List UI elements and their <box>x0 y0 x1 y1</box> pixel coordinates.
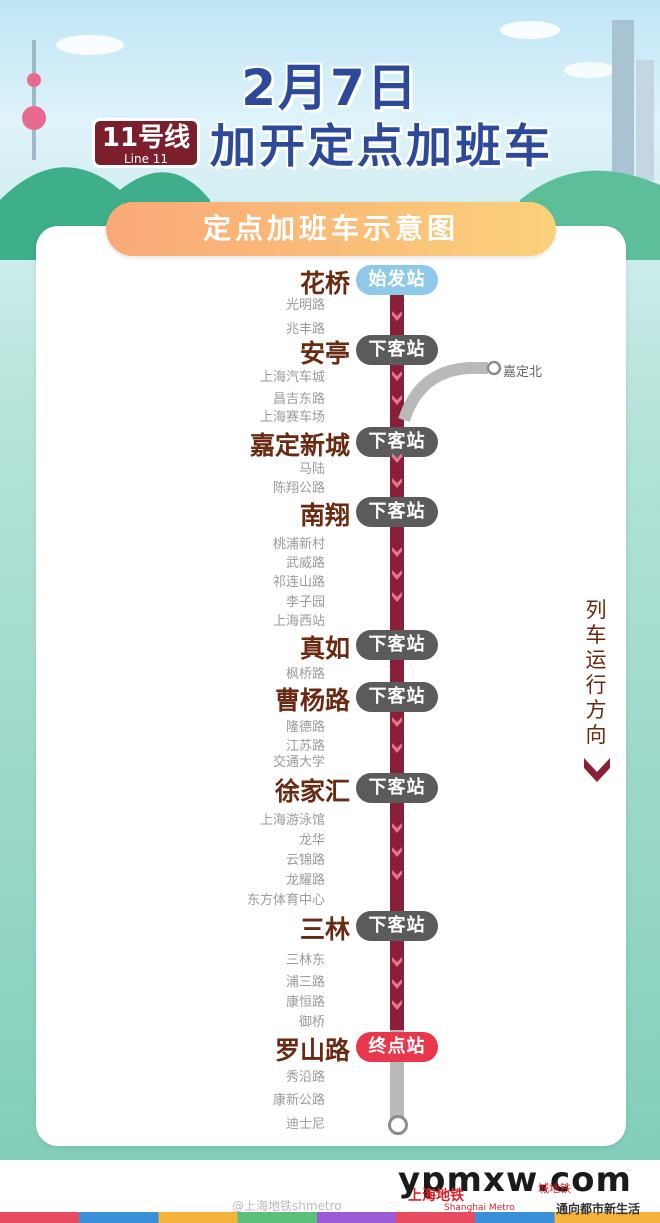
line-badge: 11号线 Line 11 <box>92 118 200 168</box>
slogan-line-1: 城地铁 <box>538 1182 571 1195</box>
slogan-line-2: 通向都市新生活 <box>556 1202 641 1216</box>
station-minor: 云锦路 <box>285 853 325 868</box>
station-major: 真如 <box>299 634 350 663</box>
page-title: 加开定点加班车 <box>210 119 553 173</box>
weibo-handle: @上海地铁shmetro <box>232 1199 342 1213</box>
chevron-down-icon <box>392 743 402 753</box>
station-minor: 上海游泳馆 <box>259 813 325 828</box>
footer-color-strip <box>0 1212 660 1223</box>
chevron-down-icon <box>392 979 402 989</box>
station-minor: 上海西站 <box>272 614 325 629</box>
station-minor: 康新公路 <box>272 1093 325 1108</box>
station-minor: 上海赛车场 <box>259 410 325 425</box>
chevron-down-icon <box>392 547 402 557</box>
chevron-down-icon <box>392 395 402 405</box>
down-arrow-icon <box>584 758 610 782</box>
route-card <box>36 226 626 1146</box>
station-tag-alight: 下客站 <box>356 630 438 660</box>
station-tag-end: 终点站 <box>356 1032 438 1062</box>
title-date: 2月7日 <box>241 59 419 117</box>
station-minor: 马陆 <box>298 462 325 477</box>
metro-logo-text: 上海地铁 <box>408 1188 464 1204</box>
station-minor: 兆丰路 <box>285 322 325 337</box>
chevron-down-icon <box>392 570 402 580</box>
station-minor: 东方体育中心 <box>246 893 325 908</box>
station-major: 南翔 <box>299 501 350 530</box>
chevron-down-icon <box>392 847 402 857</box>
chevron-down-icon <box>392 311 402 321</box>
station-minor: 上海汽车城 <box>259 370 325 385</box>
terminal-dot-icon <box>388 1115 408 1135</box>
station-major: 花桥 <box>299 269 350 298</box>
station-tag-alight: 下客站 <box>356 335 438 365</box>
metro-logo-english: Shanghai Metro <box>444 1203 515 1213</box>
station-major: 徐家汇 <box>274 777 350 806</box>
station-tag-alight: 下客站 <box>356 682 438 712</box>
station-minor: 秀沿路 <box>285 1070 325 1085</box>
station-minor: 御桥 <box>298 1015 325 1030</box>
chevron-down-icon <box>392 823 402 833</box>
chevron-down-icon <box>392 717 402 727</box>
station-minor: 浦三路 <box>285 975 325 990</box>
chevron-down-icon <box>392 371 402 381</box>
line-number: 11号线 <box>101 123 191 153</box>
station-minor: 昌吉东路 <box>272 392 325 407</box>
station-major: 曹杨路 <box>274 686 350 715</box>
chevron-down-icon <box>392 1000 402 1010</box>
station-major: 嘉定新城 <box>249 431 350 460</box>
station-minor: 光明路 <box>285 298 325 313</box>
route-track <box>390 290 404 1030</box>
station-tag-alight: 下客站 <box>356 911 438 941</box>
station-minor: 迪士尼 <box>285 1117 325 1132</box>
branch-station-label: 嘉定北 <box>503 365 543 380</box>
station-major: 安亭 <box>299 339 350 368</box>
diagram-banner: 定点加班车示意图 <box>106 202 556 256</box>
chevron-down-icon <box>392 957 402 967</box>
station-minor: 康恒路 <box>285 995 325 1010</box>
station-tag-alight: 下客站 <box>356 427 438 457</box>
station-tag-start: 始发站 <box>356 265 438 295</box>
chevron-down-icon <box>392 453 402 463</box>
station-minor: 三林东 <box>285 953 325 968</box>
line-english: Line 11 <box>123 152 169 166</box>
chevron-down-icon <box>392 478 402 488</box>
station-minor: 枫桥路 <box>285 667 325 682</box>
station-minor: 李子园 <box>285 595 325 610</box>
station-minor: 江苏路 <box>285 739 325 754</box>
station-minor: 祁连山路 <box>272 575 325 590</box>
chevron-down-icon <box>392 870 402 880</box>
station-tag-alight: 下客站 <box>356 773 438 803</box>
station-minor: 武威路 <box>285 556 325 571</box>
station-minor: 桃浦新村 <box>272 537 325 552</box>
station-minor: 龙耀路 <box>285 873 325 888</box>
station-tag-alight: 下客站 <box>356 497 438 527</box>
direction-text: 列车运行方向 <box>585 598 607 747</box>
station-major: 罗山路 <box>274 1036 350 1065</box>
station-major: 三林 <box>299 915 350 944</box>
station-minor: 交通大学 <box>272 755 325 770</box>
watermark: ypmxw.com <box>398 1160 632 1200</box>
chevron-down-icon <box>392 592 402 602</box>
station-minor: 陈翔公路 <box>272 481 325 496</box>
station-minor: 隆德路 <box>285 720 325 735</box>
station-minor: 龙华 <box>298 833 325 848</box>
